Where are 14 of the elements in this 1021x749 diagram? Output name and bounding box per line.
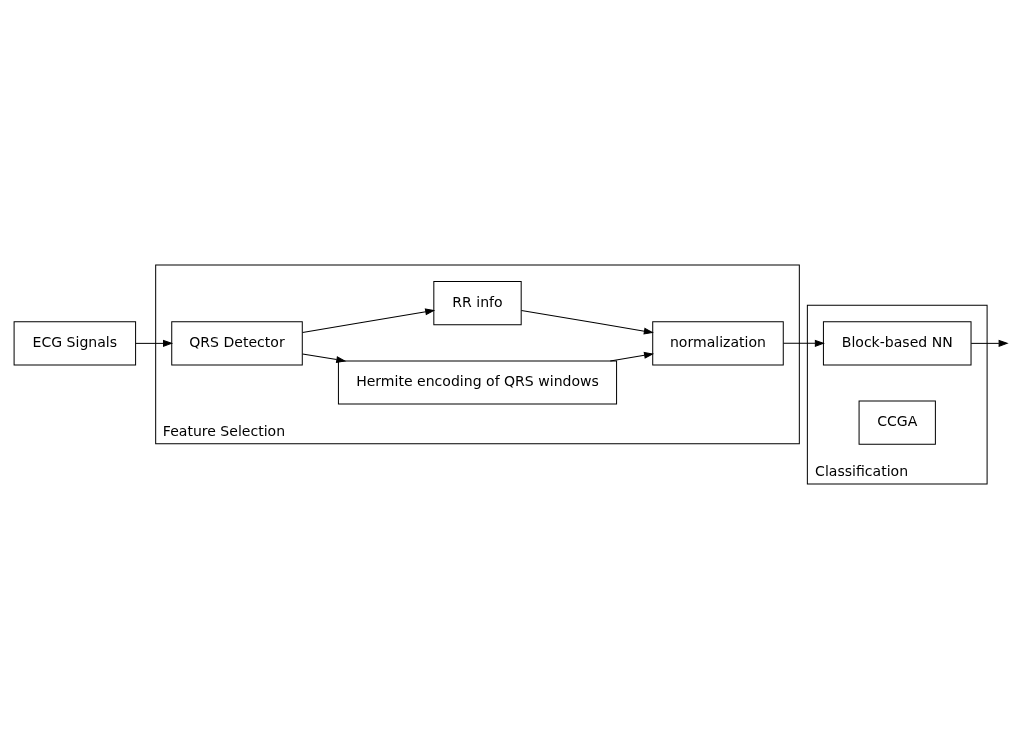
arrow [134, 340, 172, 347]
arrow [301, 353, 345, 363]
arrow [609, 351, 653, 362]
arrow [520, 309, 653, 335]
node-box: Block-based NN [822, 321, 972, 366]
node-box: Hermite encoding of QRS windows [337, 360, 617, 405]
node-box: CCGA [858, 400, 936, 445]
node-box: normalization [651, 321, 784, 366]
node-box: ECG Signals [13, 321, 136, 366]
arrow [301, 308, 434, 333]
node-box: RR info [432, 281, 522, 326]
arrow [970, 340, 1008, 347]
arrow [782, 340, 824, 347]
node-box: QRS Detector [170, 321, 303, 366]
